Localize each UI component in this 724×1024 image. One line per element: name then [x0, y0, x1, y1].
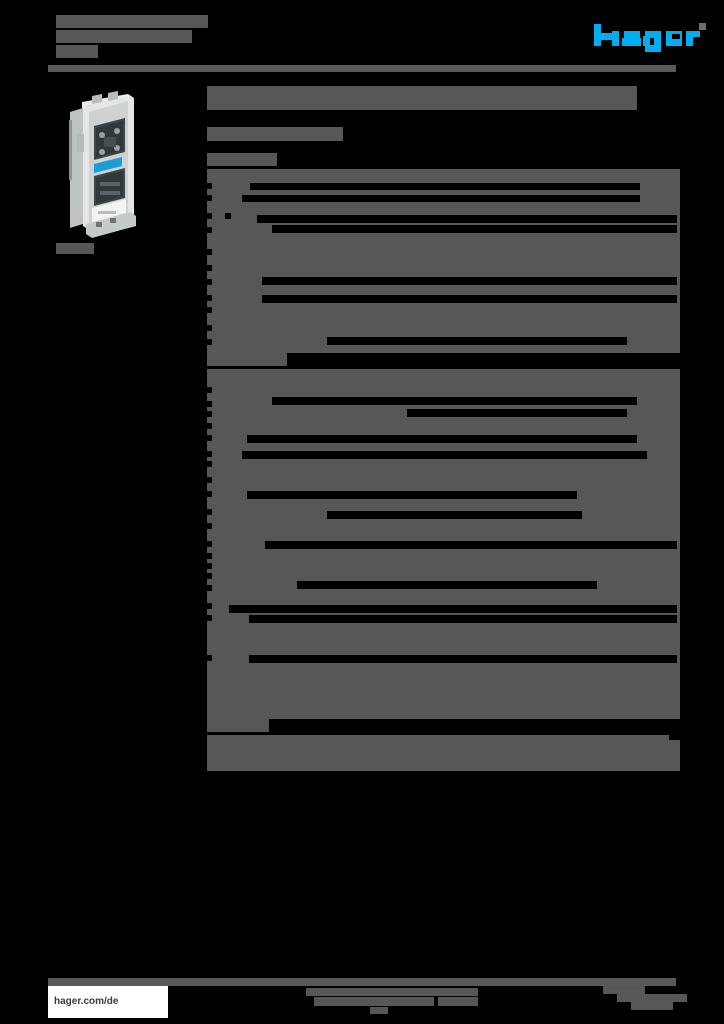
page-title [207, 86, 637, 110]
table-row [207, 503, 680, 537]
section-heading-4 [207, 719, 269, 732]
spec-table-3 [207, 503, 680, 719]
table-row [207, 599, 680, 627]
table-row [207, 627, 680, 653]
table-row [207, 681, 680, 719]
table-row [207, 473, 680, 503]
header-rule [48, 65, 676, 72]
table-row [207, 209, 680, 243]
section-heading-2 [207, 353, 287, 366]
table-row [207, 319, 680, 353]
page-header [48, 12, 676, 74]
table-row [207, 289, 680, 319]
spec-table-2 [207, 369, 680, 503]
main-content [207, 86, 680, 771]
table-row [207, 653, 680, 681]
table-row [207, 383, 680, 419]
footer-page-number [603, 986, 687, 1010]
spec-table-1 [207, 169, 680, 353]
page-footer: hager.com/de [48, 978, 687, 1018]
table-row [207, 169, 680, 209]
footer-website[interactable]: hager.com/de [48, 986, 168, 1018]
table-row [207, 369, 680, 383]
hager-logo[interactable] [592, 22, 706, 52]
header-title-line-1 [56, 15, 208, 28]
footer-center-text [306, 988, 478, 1014]
page-subtitle [207, 127, 343, 141]
table-row [207, 569, 680, 599]
table-row [207, 537, 680, 569]
footer-rule [48, 978, 676, 986]
section-heading-1 [207, 153, 277, 166]
table-row [207, 243, 680, 289]
product-caption [56, 243, 94, 254]
table-row [207, 447, 680, 473]
table-row [207, 419, 680, 447]
product-image [56, 90, 166, 242]
header-title-line-2 [56, 30, 192, 43]
header-title-line-3 [56, 45, 98, 58]
spec-table-4 [207, 735, 680, 771]
trademark-icon [699, 23, 706, 30]
table-row [207, 735, 680, 771]
